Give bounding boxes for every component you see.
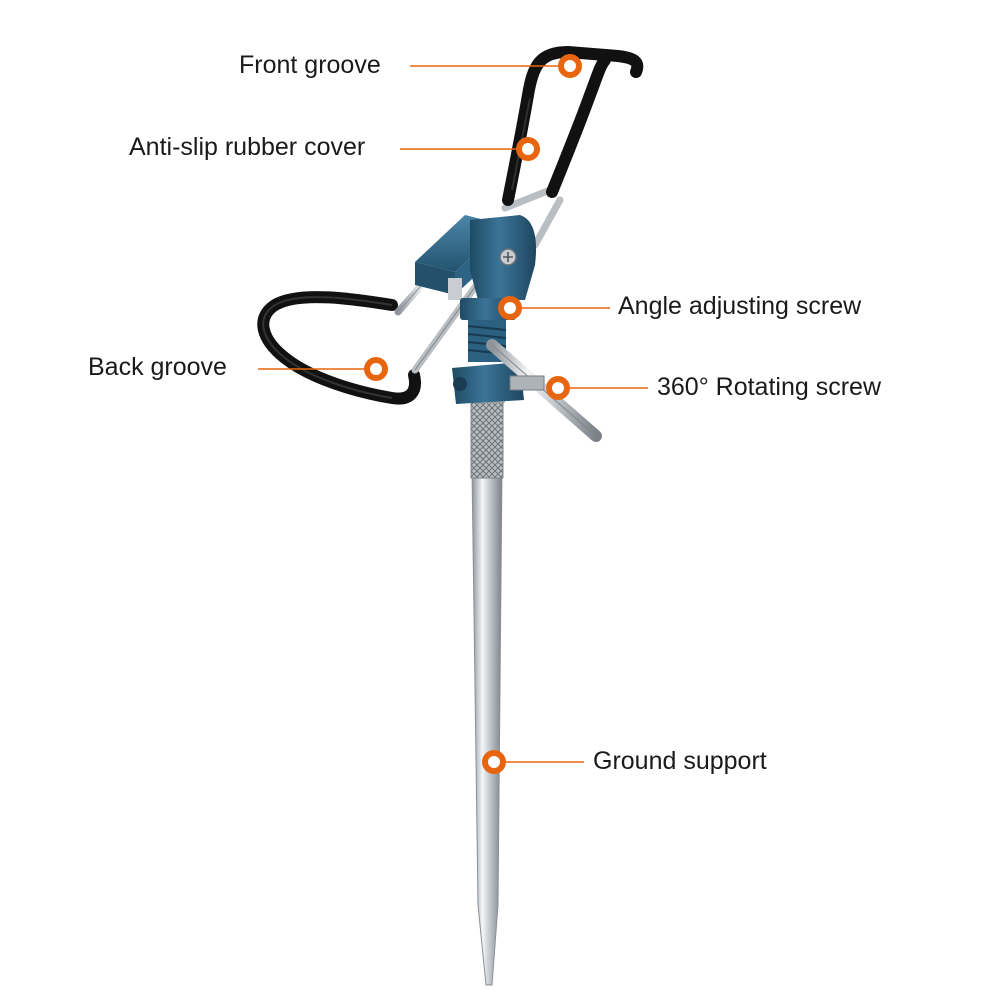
callout-leaders — [258, 54, 648, 774]
callout-ground-support — [482, 750, 584, 774]
label-angle-adjusting-screw: Angle adjusting screw — [618, 292, 862, 320]
label-ground-support: Ground support — [593, 747, 767, 775]
callout-angle-adjusting-screw — [498, 296, 610, 320]
label-back-groove: Back groove — [88, 353, 227, 381]
label-front-groove: Front groove — [239, 51, 381, 79]
back-groove-loop — [257, 291, 421, 405]
rod-holder-illustration — [257, 46, 644, 986]
clamp-body — [415, 215, 537, 404]
callout-anti-slip-rubber-cover — [400, 137, 540, 161]
ground-spike — [469, 395, 505, 986]
callout-front-groove — [410, 54, 582, 78]
callout-rotating-screw — [546, 376, 648, 400]
rotating-screw-handle — [486, 339, 602, 442]
callout-back-groove — [258, 357, 388, 381]
label-anti-slip-rubber-cover: Anti-slip rubber cover — [129, 133, 366, 161]
label-rotating-screw: 360° Rotating screw — [657, 373, 881, 401]
